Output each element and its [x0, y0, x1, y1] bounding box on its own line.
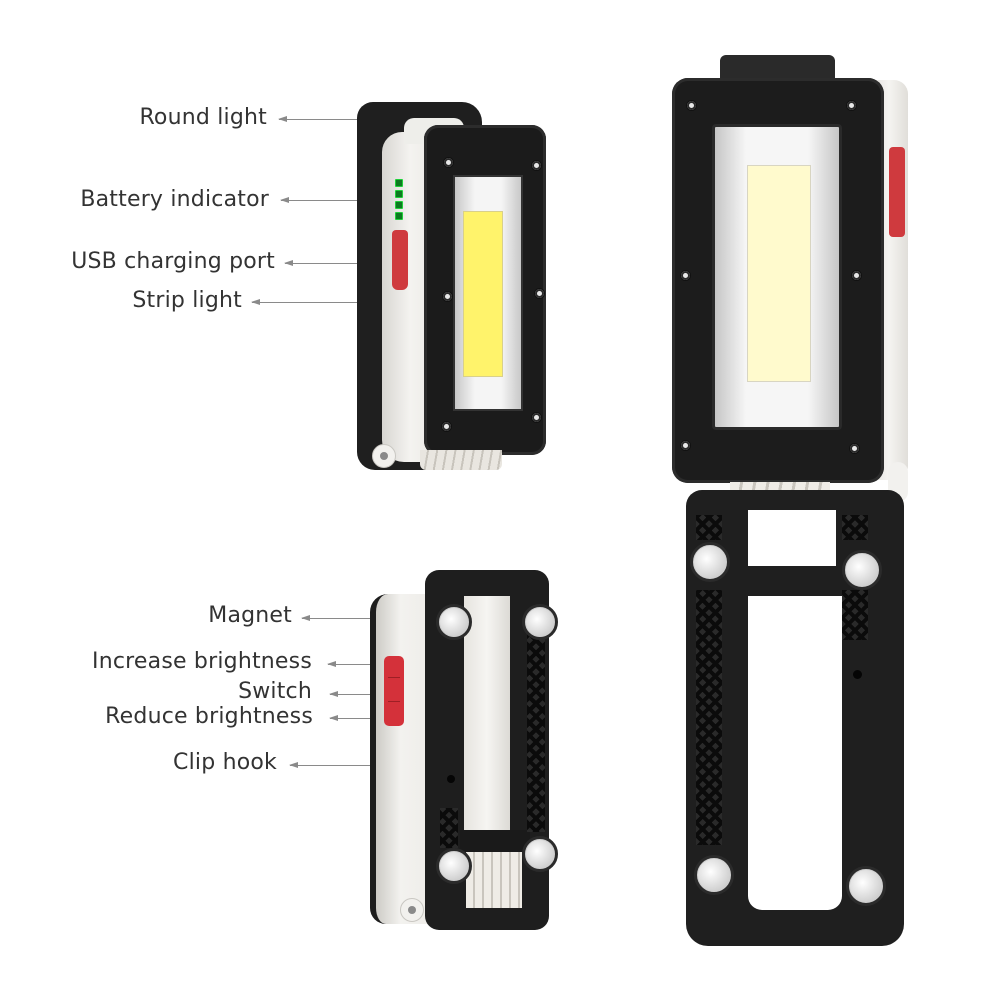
battery-led-icon — [395, 201, 403, 209]
leader-arrow — [329, 691, 396, 697]
lattice-grip — [696, 515, 722, 540]
hinge-knob — [372, 444, 396, 468]
label-battery-indicator: Battery indicator — [80, 187, 269, 212]
clip-hole — [447, 775, 455, 783]
screw-icon — [849, 443, 860, 454]
label-magnet: Magnet — [208, 603, 292, 628]
screw-icon — [680, 270, 691, 281]
screw-icon — [686, 100, 697, 111]
screw-icon — [442, 291, 453, 302]
cob-strip-light — [747, 165, 811, 382]
magnet-icon — [690, 542, 730, 582]
lattice-grip — [527, 632, 545, 832]
cob-strip-light — [463, 211, 503, 377]
label-clip-hook: Clip hook — [173, 750, 277, 775]
lattice-grip — [842, 515, 868, 540]
leader-arrow — [329, 715, 396, 721]
clip-hook[interactable] — [464, 596, 510, 830]
magnet-icon — [842, 550, 882, 590]
bottom-hinge — [420, 450, 502, 470]
lattice-grip — [696, 590, 722, 845]
screw-icon — [443, 157, 454, 168]
leader-arrow — [289, 762, 448, 768]
magnet-icon — [694, 855, 734, 895]
control-buttons[interactable] — [384, 656, 404, 726]
screw-icon — [531, 160, 542, 171]
label-usb-charging-port: USB charging port — [71, 249, 275, 274]
magnet-icon — [846, 866, 886, 906]
clip-hole — [853, 670, 862, 679]
leader-arrow — [327, 661, 396, 667]
magnet-icon — [436, 848, 472, 884]
magnet-icon — [522, 836, 558, 872]
screw-icon — [680, 440, 691, 451]
frame-window-main — [748, 596, 842, 910]
battery-led-icon — [395, 190, 403, 198]
clip-crossbar — [460, 830, 530, 852]
screw-icon — [534, 288, 545, 299]
screw-icon — [851, 270, 862, 281]
battery-led-icon — [395, 179, 403, 187]
side-button[interactable] — [889, 147, 905, 237]
label-reduce-brightness: Reduce brightness — [105, 704, 313, 729]
leader-arrow — [284, 260, 395, 266]
bottom-hinge — [466, 852, 522, 908]
screw-icon — [441, 421, 452, 432]
magnet-icon — [522, 604, 558, 640]
lattice-grip — [842, 590, 868, 640]
screw-icon — [531, 412, 542, 423]
lattice-grip — [440, 808, 458, 848]
leader-arrow — [280, 197, 391, 203]
frame-window-top — [748, 510, 836, 566]
screw-icon — [846, 100, 857, 111]
usb-port-cover — [392, 230, 408, 290]
label-round-light: Round light — [139, 105, 267, 130]
hinge-knob — [400, 898, 424, 922]
label-increase-brightness: Increase brightness — [92, 649, 312, 674]
label-strip-light: Strip light — [132, 288, 242, 313]
magnet-icon — [436, 604, 472, 640]
label-switch: Switch — [238, 679, 312, 704]
battery-led-icon — [395, 212, 403, 220]
